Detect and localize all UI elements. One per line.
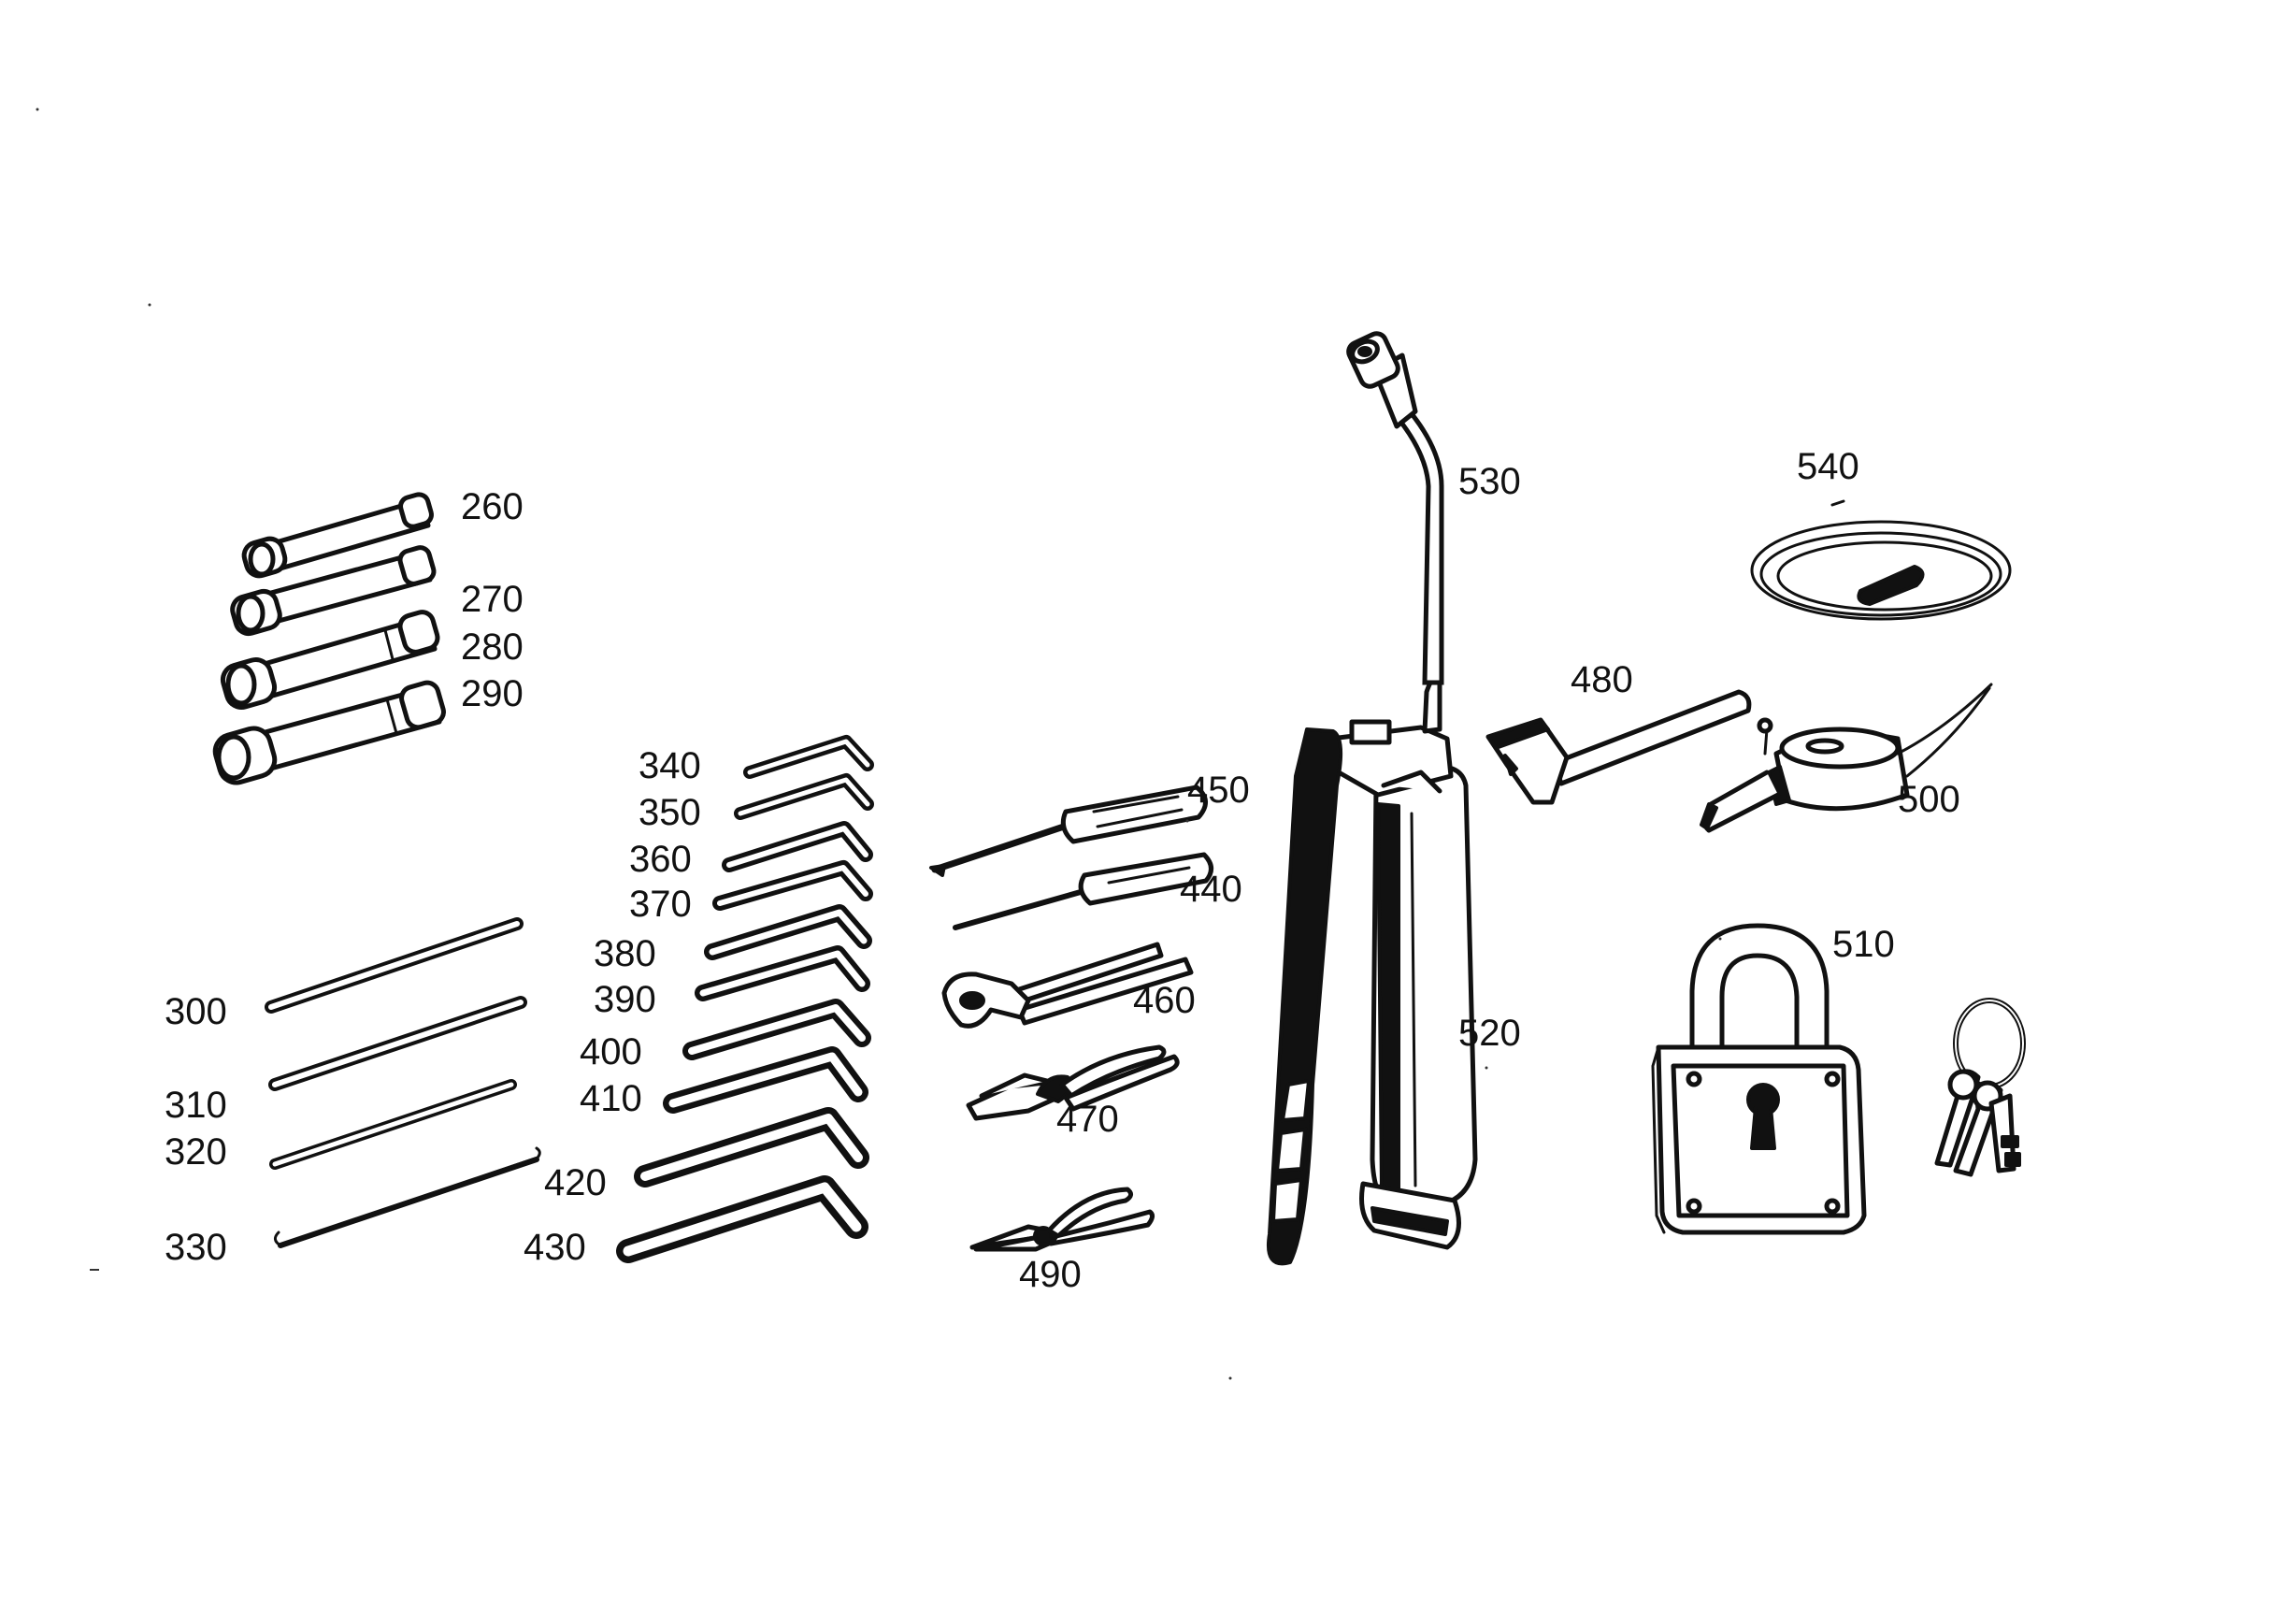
hex-key-icon: [663, 1046, 868, 1114]
part-number-270: 270: [461, 579, 524, 620]
tommy-bar-330[interactable]: 330: [165, 1146, 541, 1268]
padlock-510[interactable]: 510: [1651, 923, 2026, 1235]
part-number-500: 500: [1898, 779, 1960, 820]
hex-key-340[interactable]: 340: [639, 735, 874, 786]
part-number-470: 470: [1056, 1099, 1119, 1140]
hex-key-350[interactable]: 350: [639, 773, 874, 833]
combination-pliers-icon: [966, 1044, 1180, 1121]
hex-key-icon: [734, 773, 874, 820]
part-number-320: 320: [165, 1131, 227, 1173]
socket-extension-bar-icon: [212, 680, 446, 785]
screwdriver-450[interactable]: 450: [929, 770, 1250, 877]
part-number-390: 390: [594, 979, 656, 1020]
part-number-260: 260: [461, 486, 524, 527]
extension-bar-280[interactable]: 280: [220, 610, 524, 711]
hammer-480[interactable]: 480: [1485, 659, 1752, 805]
scan-specks: [36, 108, 1722, 1380]
part-number-350: 350: [639, 792, 701, 833]
tommy-bar-320[interactable]: 320: [165, 1079, 517, 1173]
part-number-330: 330: [165, 1227, 227, 1268]
part-number-410: 410: [580, 1078, 642, 1119]
needle-nose-pliers-icon: [969, 1187, 1155, 1252]
part-number-360: 360: [629, 839, 692, 880]
tommy-bar-300[interactable]: 300: [165, 917, 524, 1032]
part-number-340: 340: [639, 745, 701, 786]
part-number-540: 540: [1797, 446, 1859, 487]
hex-key-390[interactable]: 390: [594, 945, 870, 1020]
tommy-bar-310[interactable]: 310: [165, 996, 527, 1126]
hammer-icon: [1485, 689, 1752, 805]
part-number-450: 450: [1187, 770, 1250, 811]
tommy-bar-icon: [265, 917, 524, 1014]
part-number-460: 460: [1133, 980, 1196, 1021]
padlock-with-keys-icon: [1651, 923, 2026, 1235]
pipe-wrench-460[interactable]: 460: [941, 942, 1196, 1029]
extension-bar-270[interactable]: 270: [229, 545, 524, 637]
part-number-480: 480: [1571, 659, 1633, 700]
part-number-370: 370: [629, 884, 692, 925]
pipe-wrench-icon: [941, 942, 1194, 1029]
part-number-520: 520: [1458, 1013, 1521, 1054]
hex-key-icon: [722, 821, 873, 872]
hex-key-370[interactable]: 370: [629, 860, 873, 925]
part-number-530: 530: [1458, 461, 1521, 502]
grease-gun-nozzle-530[interactable]: 530: [1345, 330, 1521, 734]
part-number-280: 280: [461, 626, 524, 668]
part-number-420: 420: [544, 1162, 607, 1203]
part-number-490: 490: [1019, 1254, 1082, 1295]
tommy-bar-icon: [274, 1146, 541, 1248]
hex-key-icon: [682, 999, 871, 1060]
needle-nose-pliers-490[interactable]: 490: [969, 1187, 1155, 1295]
tommy-bar-icon: [269, 1079, 517, 1170]
oil-can-icon: [1700, 683, 1993, 833]
hex-key-410[interactable]: 410: [580, 1046, 868, 1119]
tommy-bar-icon: [268, 996, 527, 1091]
grease-gun-520[interactable]: 520: [1267, 719, 1521, 1266]
combination-pliers-470[interactable]: 470: [966, 1044, 1180, 1140]
hex-key-360[interactable]: 360: [629, 821, 873, 880]
hex-key-400[interactable]: 400: [580, 999, 871, 1072]
part-number-440: 440: [1180, 869, 1242, 910]
screwdriver-icon: [953, 852, 1213, 930]
hex-key-icon: [616, 1175, 868, 1263]
screwdriver-440[interactable]: 440: [953, 852, 1242, 930]
part-number-310: 310: [165, 1085, 227, 1126]
hex-key-icon: [695, 945, 870, 1001]
socket-extension-bar-icon: [220, 610, 440, 710]
grease-gun-icon: [1267, 719, 1478, 1266]
hex-key-icon: [712, 860, 873, 911]
extension-bar-290[interactable]: 290: [211, 673, 524, 786]
hex-key-icon: [743, 735, 874, 779]
hex-key-430[interactable]: 430: [524, 1175, 868, 1268]
part-number-510: 510: [1832, 924, 1895, 965]
hex-key-420[interactable]: 420: [544, 1107, 869, 1203]
socket-extension-bar-icon: [230, 545, 437, 637]
socket-extension-bar-icon: [241, 492, 434, 579]
oil-can-500[interactable]: 500: [1700, 683, 1993, 833]
hex-key-380[interactable]: 380: [594, 904, 872, 974]
part-number-400: 400: [580, 1031, 642, 1072]
part-number-430: 430: [524, 1227, 586, 1268]
hex-key-icon: [634, 1107, 869, 1187]
extension-bar-260[interactable]: 260: [241, 486, 524, 579]
part-number-300: 300: [165, 991, 227, 1032]
grease-gun-nozzle-icon: [1346, 331, 1444, 734]
screwdriver-icon: [929, 784, 1208, 877]
part-number-380: 380: [594, 933, 656, 974]
part-number-290: 290: [461, 673, 524, 714]
hex-key-icon: [704, 904, 872, 960]
grease-hose-icon: [1750, 499, 2012, 621]
grease-hose-540[interactable]: 540: [1750, 446, 2012, 621]
